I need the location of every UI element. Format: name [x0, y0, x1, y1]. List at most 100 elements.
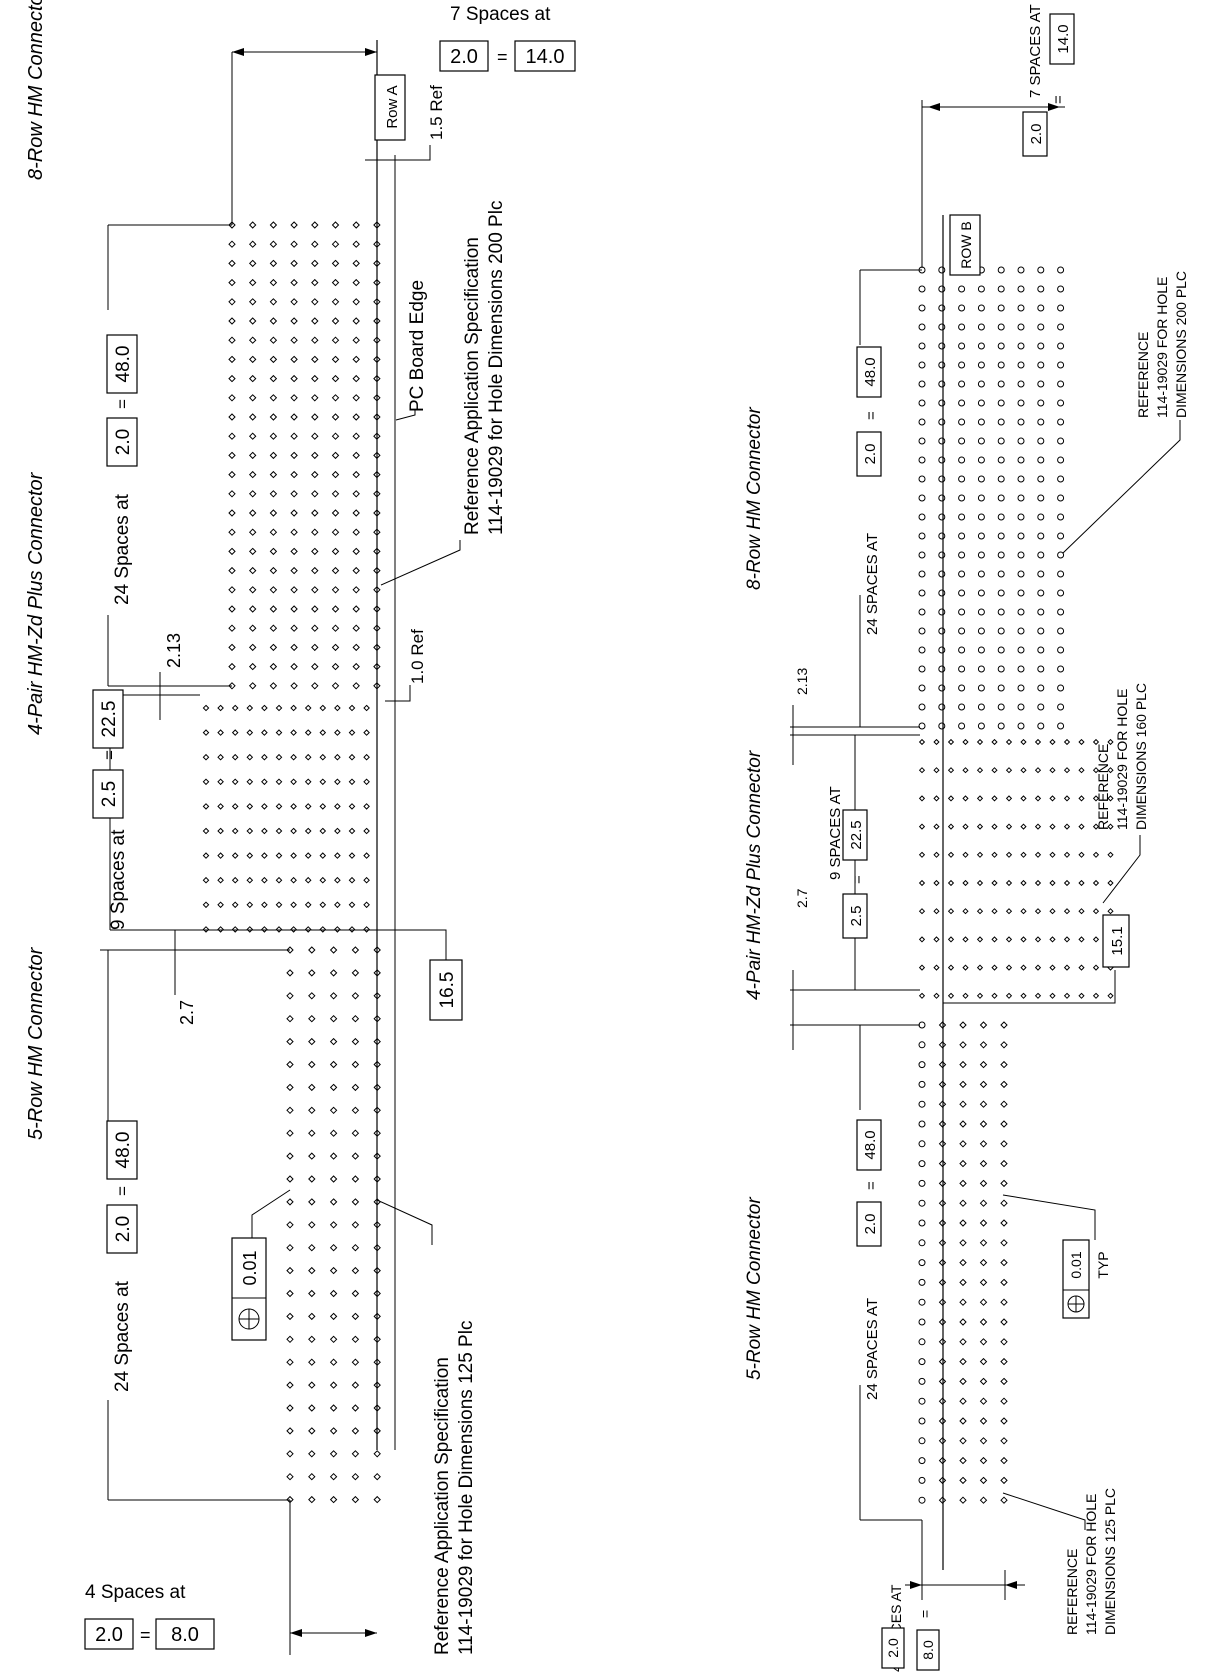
pin-hole [997, 627, 1005, 635]
pin-hole [1017, 703, 1025, 711]
pin-hole [248, 682, 257, 690]
arrowhead [928, 103, 940, 111]
pin-hole [1063, 795, 1071, 802]
pin-hole [352, 355, 360, 364]
pin-hole [311, 221, 319, 229]
pin-hole [269, 682, 278, 690]
pin-hole [331, 547, 340, 556]
pin-hole [1020, 738, 1027, 746]
pin-hole [246, 901, 254, 909]
pin-hole [248, 662, 257, 671]
pin-hole [352, 240, 360, 248]
pin-hole [331, 528, 340, 536]
pin-hole [275, 704, 283, 712]
pin-hole [997, 513, 1005, 521]
pin-hole [290, 901, 297, 909]
pin-hole [1017, 513, 1025, 521]
right-row8-total: 48.0 [862, 357, 879, 386]
pin-hole [959, 1437, 967, 1445]
pin-hole [1005, 738, 1013, 746]
pin-hole [1017, 627, 1025, 635]
pin-hole [228, 490, 236, 498]
pin-hole [352, 624, 360, 632]
pin-hole [918, 1437, 926, 1445]
pin-hole [348, 901, 356, 909]
pin-hole [979, 1437, 988, 1445]
pin-hole [331, 470, 340, 479]
pin-hole [1078, 936, 1085, 943]
pin-hole [947, 936, 955, 943]
pin-hole [1057, 589, 1065, 597]
pin-hole [918, 475, 926, 483]
pin-hole [918, 1080, 926, 1088]
pin-hole [286, 1083, 294, 1092]
pin-hole [286, 1106, 294, 1115]
pin-hole [308, 1450, 316, 1458]
pin-hole [286, 1014, 294, 1023]
pin-hole [290, 374, 298, 383]
row5-total: 48.0 [113, 1132, 134, 1169]
pin-hole [352, 451, 360, 460]
right-pair4-total-box [842, 809, 868, 861]
pin-hole [351, 1129, 360, 1137]
pin-hole [351, 1335, 360, 1344]
pin-hole [1017, 665, 1025, 673]
pin-hole [1078, 908, 1085, 915]
pin-hole [947, 767, 955, 774]
pin-hole [997, 418, 1005, 426]
pin-hole [290, 470, 298, 479]
pin-hole [290, 298, 298, 306]
pin-hole [958, 399, 966, 407]
right-tolerance-value: 0.01 [1068, 1251, 1084, 1278]
ref-spec-125-leader [376, 1199, 433, 1245]
pin-hole [1057, 703, 1065, 711]
pin-hole [363, 901, 370, 909]
pin-hole [1092, 767, 1100, 774]
pin-hole [311, 413, 319, 421]
pin-hole [938, 646, 946, 654]
pin-hole [286, 1289, 294, 1298]
pin-hole [938, 665, 946, 673]
pin-hole [269, 509, 278, 517]
pin-hole [331, 643, 340, 652]
pin-hole [290, 221, 298, 229]
pin-hole [1000, 1417, 1008, 1425]
pin-hole [331, 509, 340, 517]
pin-hole [1037, 608, 1045, 616]
pin-hole [331, 451, 340, 460]
pin-hole [947, 964, 955, 971]
pin-hole [363, 803, 370, 810]
pin-hole [311, 624, 319, 632]
arrowhead [1048, 103, 1060, 111]
pin-hole [977, 437, 985, 445]
pin-hole [938, 323, 946, 331]
pin-hole [1000, 1456, 1008, 1465]
pin-hole [1037, 627, 1045, 635]
pin-hole [286, 1312, 294, 1321]
pin-hole [918, 795, 926, 802]
pin-hole [363, 827, 370, 835]
pin-hole [311, 586, 319, 594]
pin-hole [1000, 1278, 1008, 1287]
pin-hole [286, 1427, 294, 1435]
pin-hole [947, 908, 955, 915]
pin-hole [947, 738, 955, 746]
pin-hole [976, 879, 984, 887]
pin-hole [918, 767, 926, 774]
pin-hole [1078, 879, 1085, 887]
pin-hole [248, 470, 257, 479]
pin-hole [938, 342, 946, 350]
pin-hole [329, 1175, 338, 1183]
pin-hole [959, 1456, 967, 1465]
pin-hole [918, 1120, 926, 1128]
pin-hole [997, 684, 1005, 692]
pin-hole [977, 342, 985, 350]
pin-hole [261, 803, 268, 810]
pin-hole [979, 1357, 988, 1366]
right-top-pitch-box [1022, 111, 1048, 157]
right-pair4-pitch-box [842, 893, 868, 939]
pin-hole [351, 946, 360, 954]
pin-hole [290, 778, 297, 786]
right-pair4-spacing-prefix: 9 SPACES AT [827, 786, 844, 880]
pin-hole [962, 908, 969, 915]
